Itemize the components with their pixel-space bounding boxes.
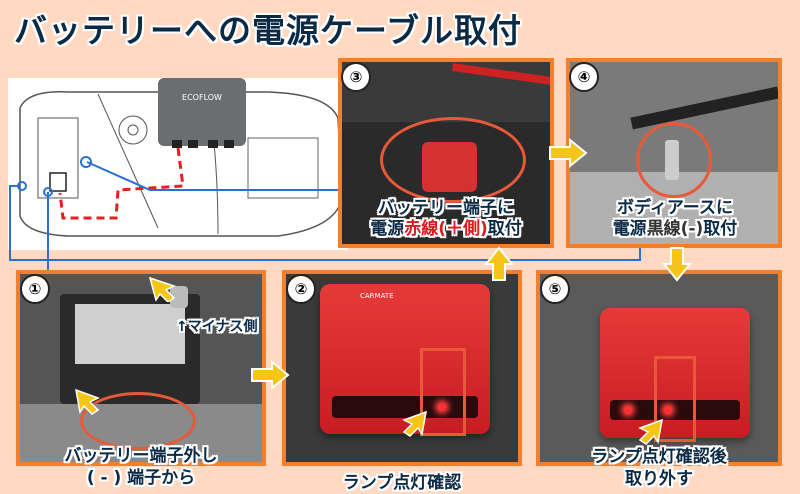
step-4-caption: ボディアースに 電源黒線(-)取付: [612, 198, 738, 239]
step-number-3: ③: [341, 62, 371, 92]
pointer-led-5: [638, 418, 663, 445]
page-title: バッテリーへの電源ケーブル取付: [14, 11, 523, 50]
step-2-panel: CARMATE: [282, 270, 522, 466]
highlight-box: [654, 356, 696, 442]
highlight-ellipse: [380, 117, 526, 203]
step-number-1: ①: [20, 274, 50, 304]
step-5-caption: ランプ点灯確認後 取り外す: [591, 447, 727, 489]
car-top-view-diagram: ECOFLOW: [8, 78, 348, 250]
carmate-device: CARMATE: [320, 284, 490, 434]
arrow-2-to-3: [484, 246, 514, 281]
arrow-3-to-4: [549, 138, 588, 168]
arrow-1-to-2: [251, 360, 290, 390]
minus-side-note: ↑マイナス側: [176, 319, 258, 335]
step-3-caption: バッテリー端子に 電源赤線(＋側)取付: [370, 198, 522, 239]
arrow-4-to-5: [662, 247, 692, 282]
step-2-caption: ランプ点灯確認: [342, 473, 462, 493]
step-number-5: ⑤: [540, 274, 570, 304]
step-3-panel: [338, 58, 554, 248]
highlight-ellipse: [80, 392, 196, 450]
carmate-device: [600, 308, 750, 438]
pointer-terminal-removal: [75, 388, 100, 415]
step-number-4: ④: [569, 62, 599, 92]
carmate-logo: CARMATE: [360, 292, 394, 300]
highlight-circle: [636, 122, 712, 198]
negative-terminal: [170, 286, 188, 308]
step-1-panel: [16, 270, 266, 466]
pointer-led-2: [402, 410, 427, 437]
indicator-led: [438, 403, 446, 411]
step-5-panel: [536, 270, 782, 466]
pointer-minus-terminal: [148, 276, 176, 302]
ecoflow-logo: ECOFLOW: [182, 93, 222, 102]
indicator-led: [624, 406, 632, 414]
highlight-box: [420, 348, 466, 436]
step-1-caption: バッテリー端子外し ( - ) 端子から: [64, 446, 218, 488]
indicator-led: [664, 406, 672, 414]
step-4-panel: [566, 58, 782, 248]
step-number-2: ②: [286, 274, 316, 304]
